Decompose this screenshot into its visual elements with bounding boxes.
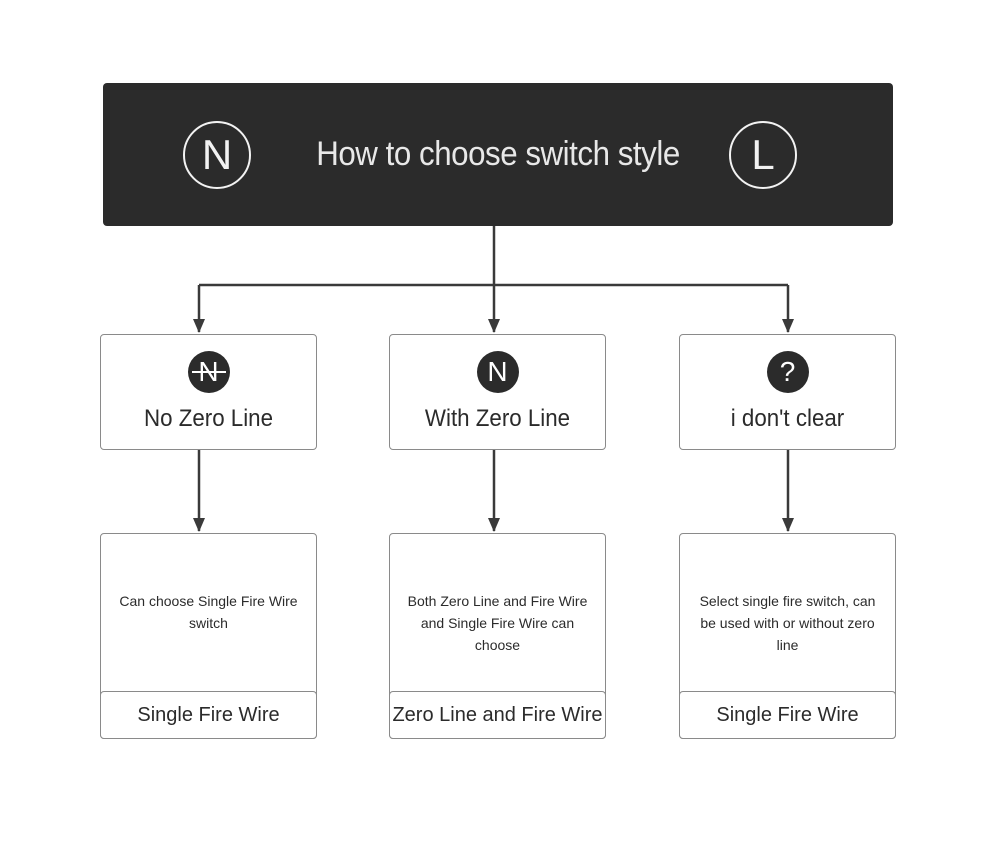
- neutral-symbol: N: [201, 131, 233, 178]
- neutral-crossed-icon: N: [187, 351, 230, 393]
- category-box-no-zero-line: N No Zero Line: [100, 334, 317, 450]
- result-label: Single Fire Wire: [679, 691, 896, 739]
- category-box-dont-clear: ? i don't clear: [679, 334, 896, 450]
- header-banner: N How to choose switch style L: [103, 83, 893, 226]
- category-box-with-zero-line: N With Zero Line: [389, 334, 606, 450]
- strike-line: [191, 371, 226, 373]
- result-description: Both Zero Line and Fire Wire and Single …: [407, 593, 588, 653]
- live-symbol: L: [751, 131, 775, 178]
- result-description: Select single fire switch, can be used w…: [699, 593, 876, 653]
- badge-symbol: N: [487, 356, 508, 387]
- question-icon: ?: [766, 351, 809, 393]
- result-label: Zero Line and Fire Wire: [389, 691, 606, 739]
- result-description: Can choose Single Fire Wire switch: [119, 593, 298, 631]
- neutral-icon: N: [476, 351, 519, 393]
- result-box-3: Select single fire switch, can be used w…: [679, 533, 896, 739]
- neutral-n-icon: N: [183, 121, 251, 189]
- result-box-1: Can choose Single Fire Wire switch Singl…: [100, 533, 317, 739]
- live-l-icon: L: [729, 121, 797, 189]
- badge-symbol: ?: [779, 356, 796, 387]
- result-box-2: Both Zero Line and Fire Wire and Single …: [389, 533, 606, 739]
- diagram-title: How to choose switch style: [316, 135, 680, 173]
- result-label: Single Fire Wire: [100, 691, 317, 739]
- category-label: No Zero Line: [143, 405, 274, 432]
- category-label: With Zero Line: [424, 405, 571, 432]
- category-label: i don't clear: [730, 405, 845, 432]
